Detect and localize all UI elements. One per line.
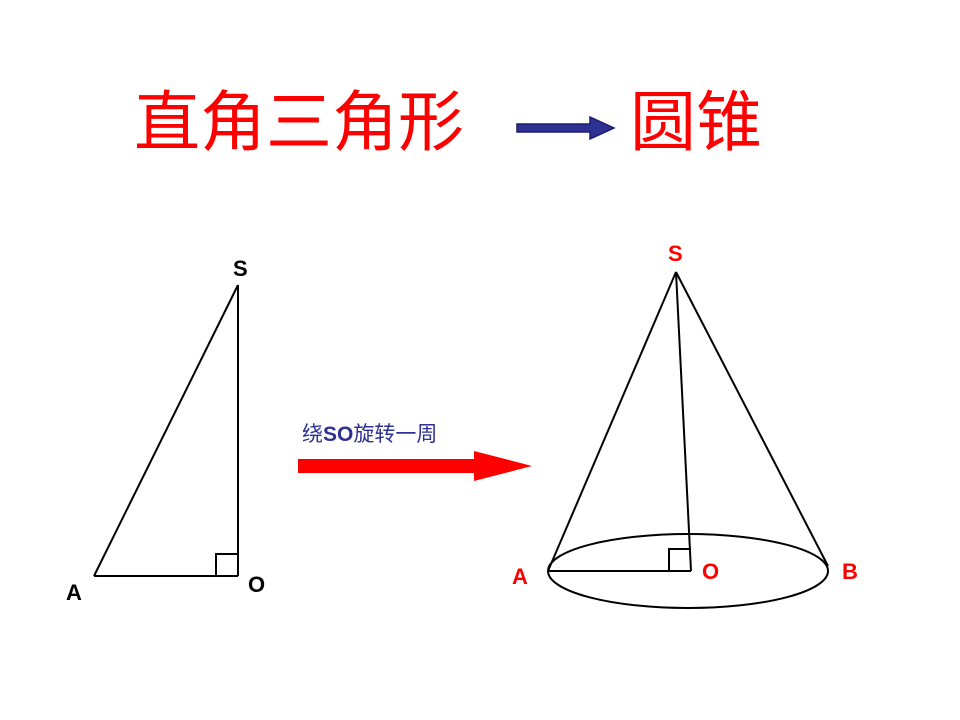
right-angle-marker (215, 553, 238, 576)
cone-axis-so (675, 271, 692, 572)
cone-right-angle-marker (668, 548, 691, 571)
cone-slant-sb (675, 271, 829, 567)
triangle-hypotenuse-as (93, 284, 239, 577)
triangle-label-s: S (233, 256, 248, 281)
caption-prefix: 绕 (302, 422, 323, 446)
triangle-label-a: A (66, 580, 82, 605)
right-triangle (93, 284, 239, 577)
rotate-arrow-shape (298, 451, 532, 481)
title-cone: 圆锥 (630, 84, 762, 161)
rotate-arrow (298, 451, 532, 481)
cone-label-o: O (702, 559, 720, 584)
title-arrow (516, 115, 616, 141)
rotation-caption: 绕SO旋转一周 (302, 418, 437, 450)
cone-label-b: B (842, 559, 858, 584)
cone (547, 271, 829, 609)
caption-suffix: 旋转一周 (353, 422, 438, 446)
caption-axis: SO (323, 423, 354, 446)
cone-label-s: S (668, 241, 683, 266)
title-right-triangle: 直角三角形 (134, 84, 464, 161)
title-arrow-shape (516, 115, 616, 141)
triangle-label-o: O (248, 572, 266, 597)
cone-slant-sa (547, 271, 677, 572)
cone-label-a: A (512, 564, 528, 589)
